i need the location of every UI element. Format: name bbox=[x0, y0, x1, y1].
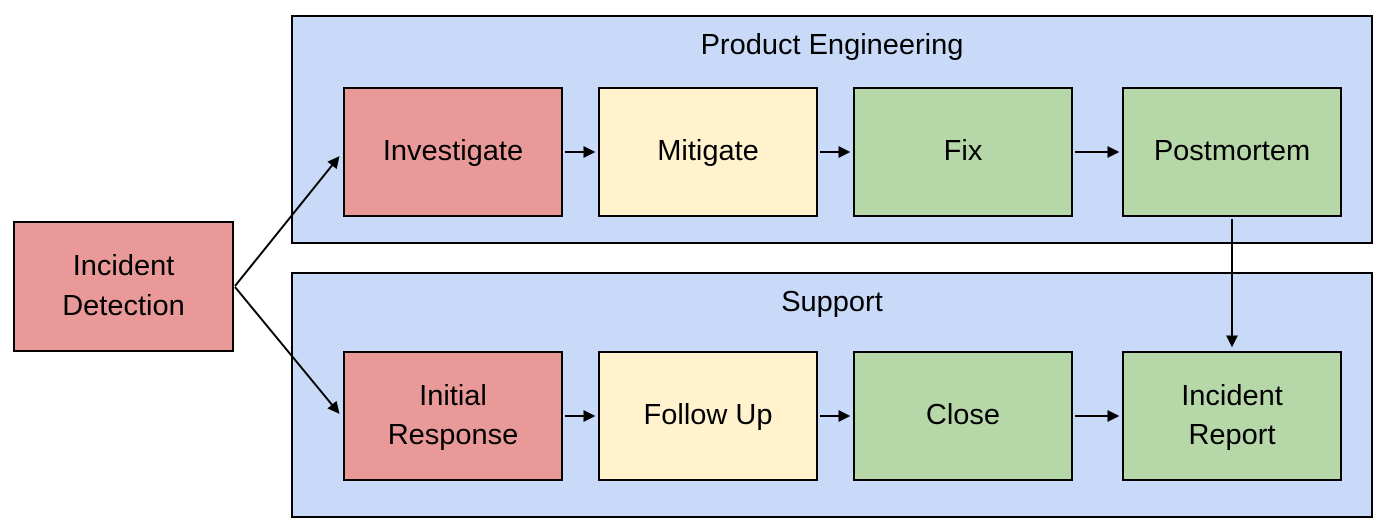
node-incident-report: Incident Report bbox=[1122, 351, 1342, 481]
node-follow-up: Follow Up bbox=[598, 351, 818, 481]
node-fix: Fix bbox=[853, 87, 1073, 217]
node-investigate: Investigate bbox=[343, 87, 563, 217]
node-incident-detection: Incident Detection bbox=[13, 221, 234, 352]
node-initial-response: Initial Response bbox=[343, 351, 563, 481]
node-mitigate: Mitigate bbox=[598, 87, 818, 217]
lane-title-product-engineering: Product Engineering bbox=[700, 29, 964, 61]
node-close: Close bbox=[853, 351, 1073, 481]
node-postmortem: Postmortem bbox=[1122, 87, 1342, 217]
lane-title-support: Support bbox=[781, 286, 883, 318]
